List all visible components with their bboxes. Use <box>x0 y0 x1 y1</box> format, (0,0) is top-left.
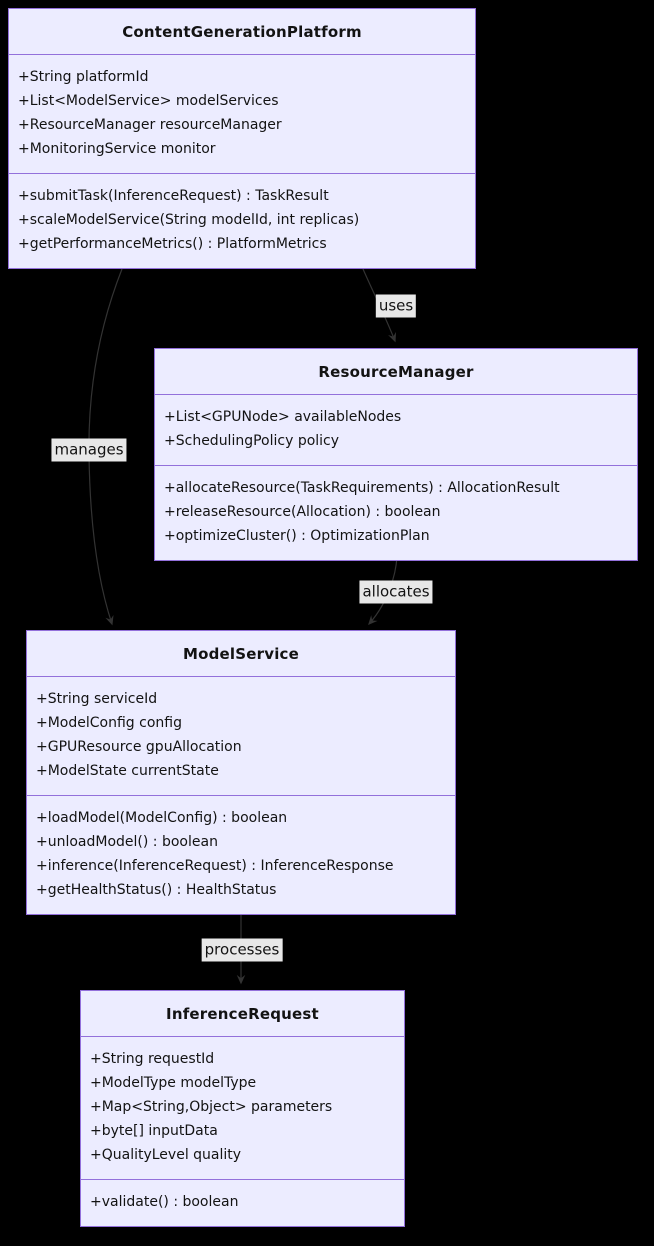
class-resource-manager: ResourceManager +List<GPUNode> available… <box>154 348 638 561</box>
method: +releaseResource(Allocation) : boolean <box>164 504 441 520</box>
methods-section: +submitTask(InferenceRequest) : TaskResu… <box>9 174 475 268</box>
method: +unloadModel() : boolean <box>36 834 218 850</box>
attribute: +ModelState currentState <box>36 763 219 779</box>
attributes-section: +String requestId +ModelType modelType +… <box>81 1037 404 1180</box>
method: +optimizeCluster() : OptimizationPlan <box>164 528 430 544</box>
edge-label-uses: uses <box>375 294 417 318</box>
attribute: +GPUResource gpuAllocation <box>36 739 242 755</box>
method: +submitTask(InferenceRequest) : TaskResu… <box>18 188 329 204</box>
attribute: +QualityLevel quality <box>90 1147 242 1163</box>
attribute: +String serviceId <box>36 691 158 707</box>
attribute: +ModelConfig config <box>36 715 182 731</box>
attribute: +List<ModelService> modelServices <box>18 93 279 109</box>
method: +allocateResource(TaskRequirements) : Al… <box>164 480 560 496</box>
methods-section: +validate() : boolean <box>81 1180 404 1226</box>
class-title: ModelService <box>27 631 455 677</box>
methods-section: +loadModel(ModelConfig) : boolean +unloa… <box>27 796 455 914</box>
class-model-service: ModelService +String serviceId +ModelCon… <box>26 630 456 915</box>
method: +getHealthStatus() : HealthStatus <box>36 882 277 898</box>
attribute: +ResourceManager resourceManager <box>18 117 282 133</box>
attributes-section: +String serviceId +ModelConfig config +G… <box>27 677 455 796</box>
class-title: ResourceManager <box>155 349 637 395</box>
attributes-section: +List<GPUNode> availableNodes +Schedulin… <box>155 395 637 466</box>
attribute: +Map<String,Object> parameters <box>90 1099 333 1115</box>
class-content-generation-platform: ContentGenerationPlatform +String platfo… <box>8 8 476 269</box>
attribute: +SchedulingPolicy policy <box>164 433 340 449</box>
method: +loadModel(ModelConfig) : boolean <box>36 810 288 826</box>
method: +scaleModelService(String modelId, int r… <box>18 212 360 228</box>
attribute: +String platformId <box>18 69 149 85</box>
method: +validate() : boolean <box>90 1194 239 1210</box>
class-title: InferenceRequest <box>81 991 404 1037</box>
class-inference-request: InferenceRequest +String requestId +Mode… <box>80 990 405 1227</box>
edge-label-allocates: allocates <box>359 580 433 604</box>
class-title: ContentGenerationPlatform <box>9 9 475 55</box>
method: +inference(InferenceRequest) : Inference… <box>36 858 394 874</box>
methods-section: +allocateResource(TaskRequirements) : Al… <box>155 466 637 560</box>
attribute: +byte[] inputData <box>90 1123 218 1139</box>
edge-label-manages: manages <box>51 438 127 462</box>
attribute: +MonitoringService monitor <box>18 141 216 157</box>
attribute: +ModelType modelType <box>90 1075 257 1091</box>
attribute: +String requestId <box>90 1051 215 1067</box>
attributes-section: +String platformId +List<ModelService> m… <box>9 55 475 174</box>
method: +getPerformanceMetrics() : PlatformMetri… <box>18 236 327 252</box>
edge-label-processes: processes <box>201 938 283 962</box>
attribute: +List<GPUNode> availableNodes <box>164 409 402 425</box>
